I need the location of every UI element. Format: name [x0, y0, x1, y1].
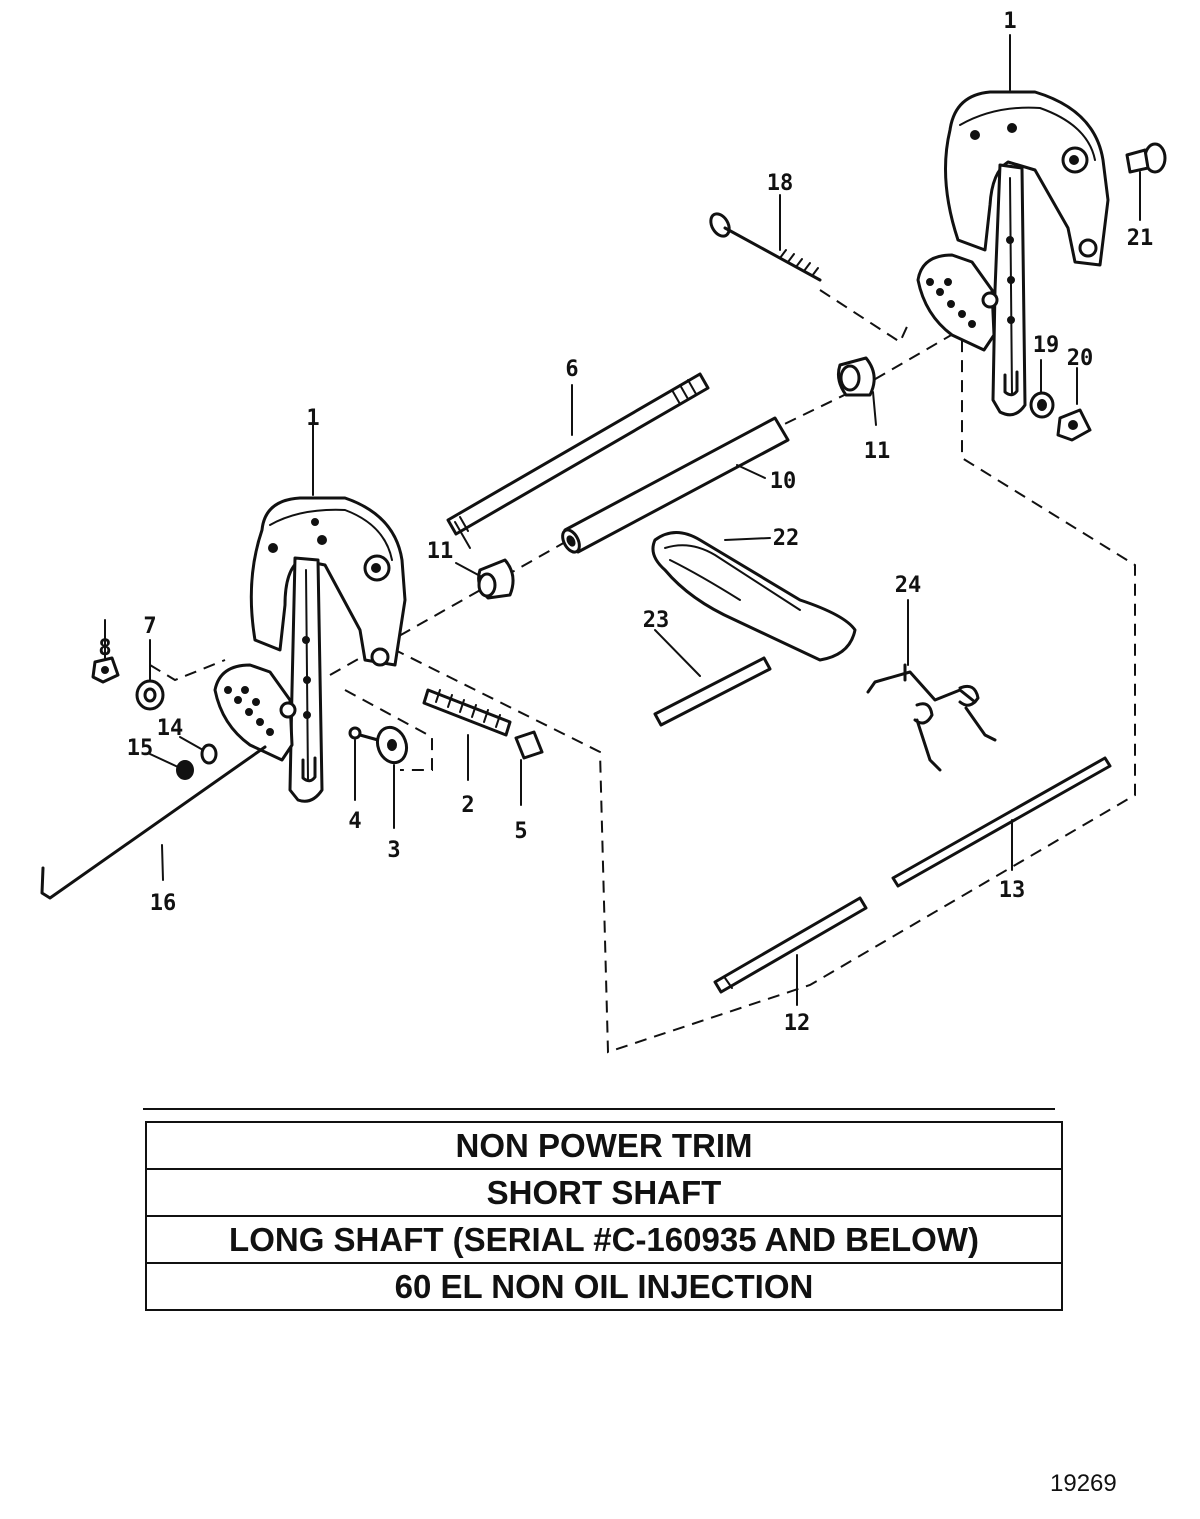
part-24-spring — [866, 663, 997, 772]
part-11-bushings — [477, 356, 876, 600]
part-22-strap — [651, 531, 857, 662]
callout-1-left: 1 — [306, 406, 319, 431]
part-19-20-21-hardware — [1029, 142, 1167, 442]
callout-11-left: 11 — [427, 539, 454, 564]
callout-labels: 1 1 2 3 4 5 6 7 8 10 11 11 12 13 14 15 1… — [98, 9, 1153, 1036]
callout-3: 3 — [387, 838, 400, 863]
part-13-rod — [891, 756, 1112, 888]
table-row: 60 EL NON OIL INJECTION — [145, 1262, 1063, 1311]
table-cell: SHORT SHAFT — [145, 1168, 1063, 1217]
callout-15: 15 — [127, 736, 154, 761]
callout-1-right: 1 — [1003, 9, 1016, 34]
part-12-pin — [713, 896, 868, 994]
left-transom-bracket — [213, 496, 407, 803]
callout-11-right: 11 — [864, 439, 891, 464]
callout-19: 19 — [1033, 333, 1060, 358]
table-row: LONG SHAFT (SERIAL #C-160935 AND BELOW) — [145, 1215, 1063, 1264]
part-23-pin — [653, 656, 772, 727]
right-transom-bracket — [916, 90, 1110, 417]
callout-14: 14 — [157, 716, 184, 741]
callout-4: 4 — [348, 809, 361, 834]
callout-7: 7 — [143, 614, 156, 639]
callout-2: 2 — [461, 793, 474, 818]
part-10-tube — [561, 416, 790, 554]
callout-20: 20 — [1067, 346, 1094, 371]
part-5-cap — [514, 730, 544, 760]
callout-21: 21 — [1127, 226, 1154, 251]
part-2-spring-bolt — [422, 688, 512, 737]
callout-10: 10 — [770, 469, 797, 494]
part-18-bolt — [709, 212, 822, 282]
part-16-pin — [40, 745, 267, 900]
table-cell: LONG SHAFT (SERIAL #C-160935 AND BELOW) — [145, 1215, 1063, 1264]
figure-id: 19269 — [1050, 1470, 1117, 1497]
table-row: NON POWER TRIM — [145, 1121, 1063, 1170]
callout-6: 6 — [565, 357, 578, 382]
callout-18: 18 — [767, 171, 794, 196]
callout-8: 8 — [98, 636, 111, 661]
applicability-table: NON POWER TRIM SHORT SHAFT LONG SHAFT (S… — [145, 1121, 1063, 1311]
part-3-4-washer-screw — [348, 725, 409, 765]
callout-16: 16 — [150, 891, 177, 916]
callout-5: 5 — [514, 819, 527, 844]
callout-22: 22 — [773, 526, 800, 551]
callout-12: 12 — [784, 1011, 811, 1036]
part-14-15-small-nuts — [176, 743, 218, 780]
table-row: SHORT SHAFT — [145, 1168, 1063, 1217]
callout-23: 23 — [643, 608, 670, 633]
callout-13: 13 — [999, 878, 1026, 903]
leader-lines — [104, 34, 1141, 1006]
table-cell: 60 EL NON OIL INJECTION — [145, 1262, 1063, 1311]
table-top-rule — [143, 1108, 1055, 1110]
callout-24: 24 — [895, 573, 922, 598]
part-6-tilt-tube — [446, 372, 710, 549]
table-cell: NON POWER TRIM — [145, 1121, 1063, 1170]
